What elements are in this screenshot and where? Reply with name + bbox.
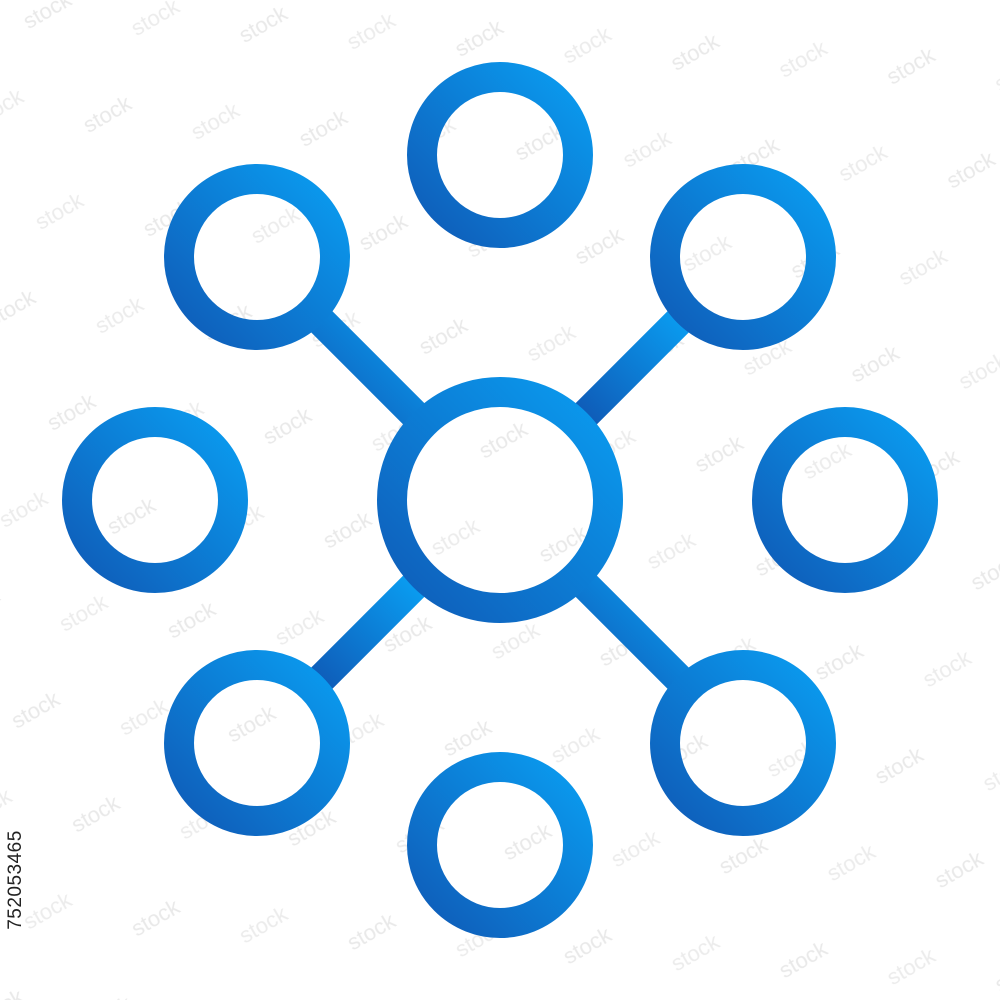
hub-circle [377,377,623,623]
spoke-bottom-right [574,574,693,693]
stock-id-label: 752053465 [2,760,30,1000]
stock-id-text: 752053465 [5,830,27,930]
satellite-top-right [650,164,836,350]
satellite-bottom-left [164,650,350,836]
satellite-top [407,62,593,248]
spoke-top-left [307,307,426,426]
satellite-bottom-right [650,650,836,836]
spoke-bottom-left [307,574,426,693]
satellite-top-left [164,164,350,350]
satellite-left [62,407,248,593]
satellite-bottom [407,752,593,938]
spoke-top-right [574,307,693,426]
satellite-right [752,407,938,593]
